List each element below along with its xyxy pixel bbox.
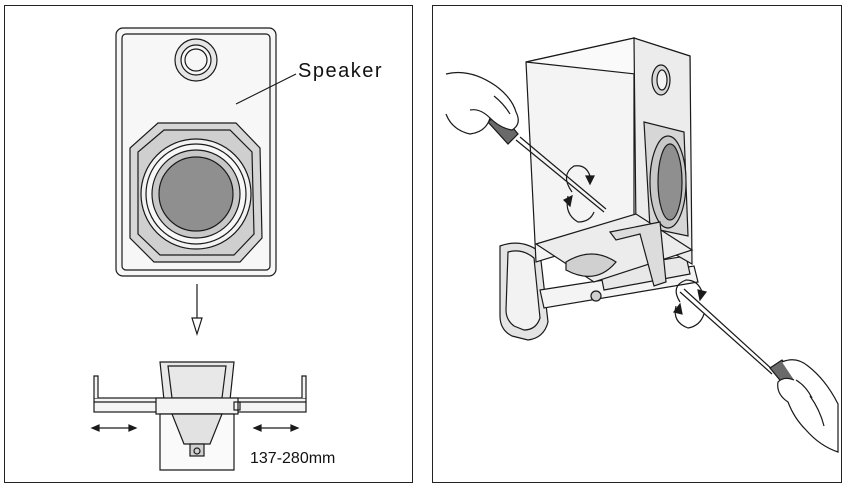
wall-bracket (93, 361, 307, 471)
right-illustration (445, 37, 839, 453)
right-panel-mounting-step (432, 5, 842, 483)
adjust-left-arrows-icon (90, 424, 138, 432)
speaker-label: Speaker (298, 60, 383, 82)
adjustment-range-label: 137-280mm (250, 450, 336, 467)
upper-hand (445, 71, 519, 135)
lower-rotate-arrows-icon (672, 279, 708, 329)
adjust-right-arrows-icon (252, 424, 300, 432)
speaker-leader-line (235, 73, 297, 105)
speaker-cabinet-3d (525, 37, 694, 287)
wall-plate (499, 242, 549, 341)
lower-hand (777, 359, 839, 453)
down-arrow-icon (191, 284, 203, 337)
speaker-cabinet (115, 27, 277, 277)
upper-rotate-arrows-icon (562, 165, 595, 223)
